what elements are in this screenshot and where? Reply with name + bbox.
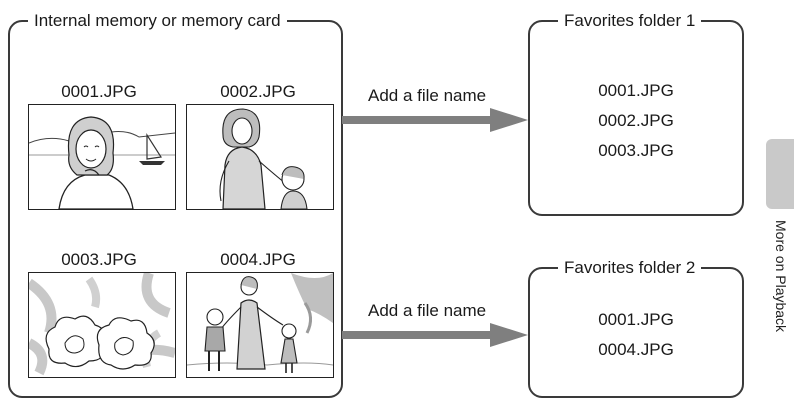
photo-label-2: 0002.JPG (220, 82, 296, 101)
arrow-to-favorites-1 (342, 108, 528, 132)
photo-thumbnail-1 (28, 104, 176, 210)
favorites-folder-1: Favorites folder 1 0001.JPG 0002.JPG 000… (528, 10, 744, 216)
file-item: 0004.JPG (598, 340, 674, 359)
file-item: 0002.JPG (598, 111, 674, 130)
favorites-folder-1-file-list: 0001.JPG 0002.JPG 0003.JPG (530, 76, 742, 166)
photo-label-3: 0003.JPG (61, 250, 137, 269)
file-item: 0003.JPG (598, 141, 674, 160)
portrait-by-lake-photo-icon (29, 116, 175, 209)
file-item: 0001.JPG (598, 310, 674, 329)
file-item: 0001.JPG (598, 81, 674, 100)
add-file-name-label-1: Add a file name (368, 86, 487, 105)
section-side-label-text: More on Playback (773, 220, 789, 333)
favorites-folder-1-title: Favorites folder 1 (558, 10, 702, 32)
family-walk-photo-icon (187, 273, 333, 373)
photo-thumbnail-4 (186, 272, 334, 378)
add-file-name-label-2: Add a file name (368, 301, 487, 320)
mother-and-child-photo-icon (219, 108, 308, 209)
photo-thumbnail-2 (186, 104, 334, 210)
favorites-folder-2: Favorites folder 2 0001.JPG 0004.JPG (528, 257, 744, 398)
flowers-photo-icon (29, 273, 175, 376)
arrow-to-favorites-2 (342, 323, 528, 347)
favorites-folder-2-file-list: 0001.JPG 0004.JPG (530, 305, 742, 365)
favorites-folder-2-title: Favorites folder 2 (558, 257, 702, 279)
photo-thumbnail-3 (28, 272, 176, 378)
photo-label-4: 0004.JPG (220, 250, 296, 269)
section-side-label: More on Playback (769, 220, 791, 400)
source-frame-title: Internal memory or memory card (28, 10, 287, 32)
photo-label-1: 0001.JPG (61, 82, 137, 101)
source-frame: Internal memory or memory card (8, 10, 343, 398)
section-tab-marker (766, 139, 794, 209)
